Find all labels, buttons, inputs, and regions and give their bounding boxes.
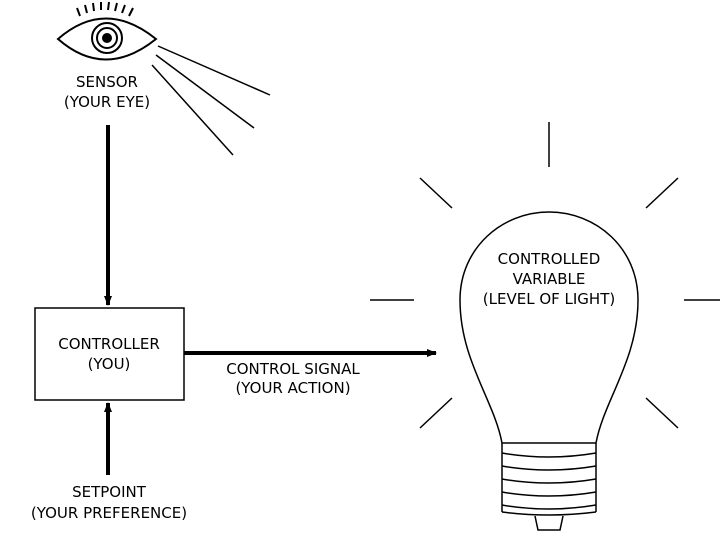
controlled-variable-label-line3: (LEVEL OF LIGHT) [483,290,615,308]
sensor-label-line2: (YOUR EYE) [64,93,150,111]
setpoint-label-line2: (YOUR PREFERENCE) [31,504,187,522]
eyelashes [77,2,133,16]
sight-rays [152,46,270,155]
controller-box [35,308,184,400]
controller-label-line2: (YOU) [88,355,131,373]
controller-label-line1: CONTROLLER [58,335,160,353]
control-signal-label-line2: (YOUR ACTION) [235,379,350,397]
setpoint-label-line1: SETPOINT [72,483,147,501]
sensor-label-line1: SENSOR [76,73,138,91]
eye-pupil [102,33,112,43]
controlled-variable-label-line2: VARIABLE [513,270,586,288]
control-signal-label-line1: CONTROL SIGNAL [226,360,360,378]
eye-icon [58,2,156,60]
bulb-base [502,443,596,530]
bulb-glass [460,212,638,443]
controlled-variable-label-line1: CONTROLLED [498,250,601,268]
